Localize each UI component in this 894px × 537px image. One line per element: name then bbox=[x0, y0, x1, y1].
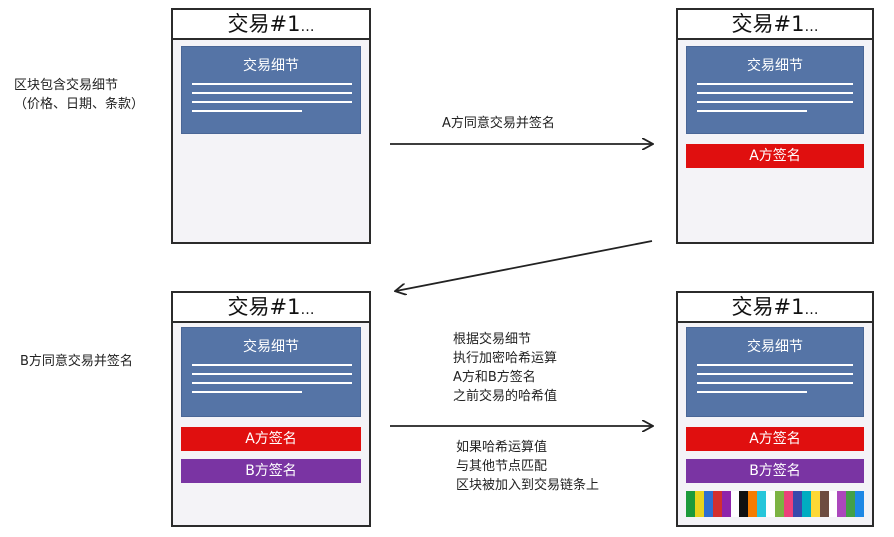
label-line: 根据交易细节 bbox=[453, 332, 532, 347]
note-block-contains-details: 区块包含交易细节 （价格、日期、条款） bbox=[14, 78, 145, 112]
label-line: 如果哈希运算值 bbox=[456, 440, 548, 455]
transaction-details-panel: 交易细节 bbox=[686, 46, 864, 134]
details-title: 交易细节 bbox=[747, 58, 803, 74]
hash-stripe bbox=[766, 491, 776, 517]
hash-stripe bbox=[748, 491, 758, 517]
hash-stripe bbox=[792, 491, 802, 517]
party-a-signature: A方签名 bbox=[686, 144, 864, 168]
hash-stripe bbox=[739, 491, 749, 517]
hash-stripe bbox=[712, 491, 722, 517]
detail-line bbox=[192, 83, 352, 85]
block-title: 交易#1… bbox=[678, 10, 872, 40]
detail-line bbox=[697, 101, 853, 103]
block-title: 交易#1… bbox=[173, 10, 369, 40]
transaction-details-panel: 交易细节 bbox=[181, 327, 361, 417]
party-b-signature: B方签名 bbox=[686, 459, 864, 483]
hash-value-bar bbox=[686, 491, 865, 517]
detail-line bbox=[192, 110, 302, 112]
hash-stripe bbox=[801, 491, 811, 517]
detail-line bbox=[192, 101, 352, 103]
details-title: 交易细节 bbox=[243, 339, 299, 355]
hash-stripe bbox=[703, 491, 713, 517]
hash-stripe bbox=[846, 491, 856, 517]
hash-stripe bbox=[694, 491, 704, 517]
arrow-label-chain-added: 如果哈希运算值与其他节点匹配区块被加入到交易链条上 bbox=[456, 438, 599, 495]
hash-stripe bbox=[757, 491, 767, 517]
arrow-to-card-3 bbox=[396, 240, 653, 291]
block-card-1: 交易#1… 交易细节 bbox=[171, 8, 371, 244]
party-b-signature: B方签名 bbox=[181, 459, 361, 483]
hash-stripe bbox=[686, 491, 695, 517]
details-title: 交易细节 bbox=[747, 339, 803, 355]
detail-line bbox=[697, 83, 853, 85]
label-line: 之前交易的哈希值 bbox=[453, 389, 558, 404]
hash-stripe bbox=[775, 491, 784, 517]
hash-stripe bbox=[819, 491, 829, 517]
hash-stripe bbox=[837, 491, 847, 517]
block-title: 交易#1… bbox=[678, 293, 872, 323]
hash-stripe bbox=[730, 491, 740, 517]
detail-line bbox=[697, 382, 853, 384]
block-title: 交易#1… bbox=[173, 293, 369, 323]
arrow-label-a-signs: A方同意交易并签名 bbox=[442, 116, 555, 131]
detail-line bbox=[697, 364, 853, 366]
transaction-details-panel: 交易细节 bbox=[686, 327, 864, 417]
detail-line bbox=[697, 92, 853, 94]
detail-line bbox=[697, 110, 807, 112]
detail-line bbox=[192, 373, 352, 375]
hash-stripe bbox=[855, 491, 865, 517]
detail-line bbox=[192, 92, 352, 94]
block-card-2: 交易#1… 交易细节 A方签名 bbox=[676, 8, 874, 244]
details-title: 交易细节 bbox=[243, 58, 299, 74]
label-line: 与其他节点匹配 bbox=[456, 459, 548, 474]
detail-line bbox=[192, 391, 302, 393]
block-card-3: 交易#1… 交易细节 A方签名 B方签名 bbox=[171, 291, 371, 527]
label-line: A方和B方签名 bbox=[453, 370, 536, 385]
detail-line bbox=[697, 373, 853, 375]
detail-line bbox=[192, 364, 352, 366]
hash-stripe bbox=[810, 491, 820, 517]
arrow-label-hash-inputs: 根据交易细节执行加密哈希运算 A方和B方签名之前交易的哈希值 bbox=[453, 330, 557, 406]
hash-stripe bbox=[828, 491, 838, 517]
detail-line bbox=[192, 382, 352, 384]
detail-line bbox=[697, 391, 807, 393]
hash-stripe bbox=[783, 491, 793, 517]
party-a-signature: A方签名 bbox=[181, 427, 361, 451]
block-card-4: 交易#1… 交易细节 A方签名 B方签名 bbox=[676, 291, 874, 527]
hash-stripe bbox=[721, 491, 731, 517]
transaction-details-panel: 交易细节 bbox=[181, 46, 361, 134]
label-line: 执行加密哈希运算 bbox=[453, 351, 558, 366]
party-a-signature: A方签名 bbox=[686, 427, 864, 451]
label-line: 区块被加入到交易链条上 bbox=[456, 478, 600, 493]
note-b-agrees-signs: B方同意交易并签名 bbox=[20, 354, 133, 369]
